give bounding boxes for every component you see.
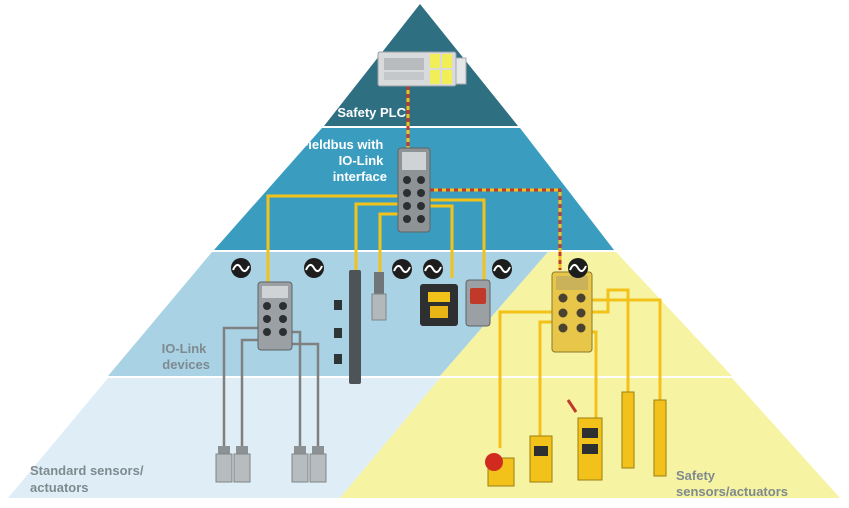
io-link-cylinder-sensor-icon: [371, 272, 387, 321]
io-link-photo-sensor-icon: [465, 279, 491, 327]
standard-sensor-icon: [215, 446, 233, 483]
io-link-icon: [568, 258, 588, 278]
label-fieldbus: Fieldbus with IO-Link interface: [300, 137, 387, 184]
tier-iolink-bg: [108, 252, 548, 376]
standard-sensor-icon: [233, 446, 251, 483]
io-link-icon: [423, 259, 443, 279]
label-standard-line1: Standard sensors/: [30, 463, 144, 478]
safety-hub-icon: [551, 271, 593, 353]
emergency-stop-icon: [485, 453, 515, 487]
fieldbus-module-icon: [397, 147, 431, 233]
label-fieldbus-line1: Fieldbus with: [300, 137, 383, 152]
label-io-link-devices: IO-Link devices: [162, 341, 210, 372]
label-standard-sensors: Standard sensors/ actuators: [30, 463, 147, 495]
label-safety-plc: Safety PLC: [337, 105, 406, 120]
label-safety-sensors: Safety sensors/actuators: [676, 468, 788, 499]
safety-door-switch-icon: [566, 399, 603, 481]
label-fieldbus-line2: IO-Link: [339, 153, 385, 168]
io-link-rod-sensor-icon: [334, 270, 361, 384]
io-link-icon: [492, 259, 512, 279]
label-safety-line2: sensors/actuators: [676, 484, 788, 499]
plc-icon: [377, 51, 467, 87]
standard-sensor-icon: [291, 446, 309, 483]
io-link-icon: [392, 259, 412, 279]
io-link-icon: [304, 258, 324, 278]
safety-switch-icon: [529, 435, 553, 483]
label-standard-line2: actuators: [30, 480, 89, 495]
standard-sensor-icon: [309, 446, 327, 483]
label-io-link-line2: devices: [162, 357, 210, 372]
label-fieldbus-line3: interface: [333, 169, 387, 184]
label-io-link-line1: IO-Link: [162, 341, 208, 356]
io-link-icon: [231, 258, 251, 278]
light-curtain-icon: [621, 391, 667, 477]
io-link-hub-icon: [257, 281, 293, 351]
io-link-laser-sensor-icon: [420, 284, 458, 326]
safety-cable: [406, 86, 562, 270]
label-safety-line1: Safety: [676, 468, 716, 483]
io-link-cables: [266, 194, 486, 282]
